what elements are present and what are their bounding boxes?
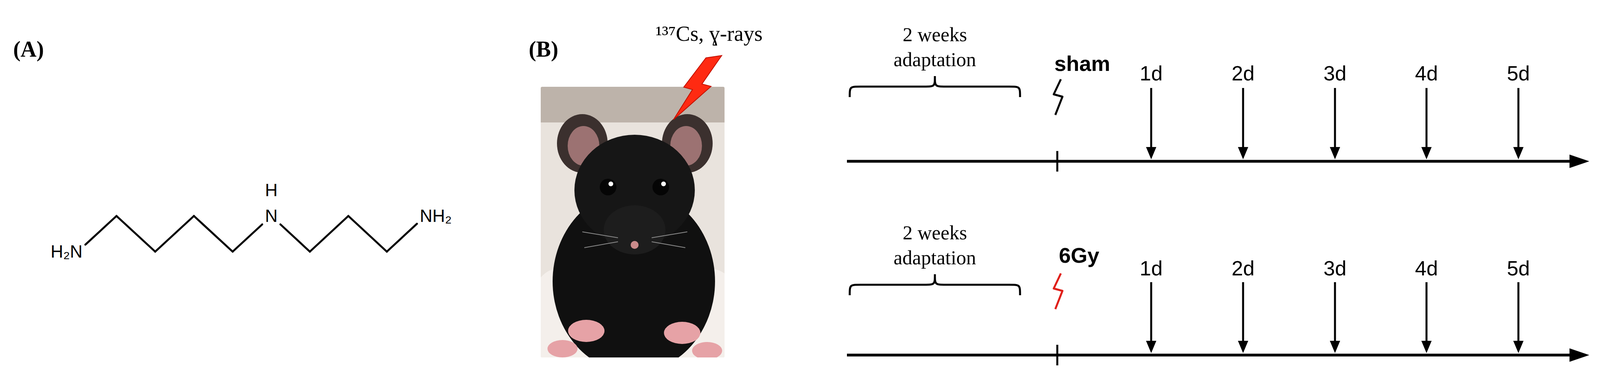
timeline-axis — [846, 160, 1574, 163]
mouse-paw — [547, 339, 578, 358]
mouse-whisker — [584, 241, 618, 248]
day-arrowhead — [1146, 146, 1157, 160]
mouse-whisker — [651, 241, 686, 248]
day-arrow — [1334, 282, 1337, 344]
day-arrowhead — [1421, 340, 1432, 353]
mouse-snout — [603, 205, 666, 255]
irradiation-bolt — [1053, 79, 1063, 115]
mouse-eye — [652, 178, 670, 196]
chemical-bond — [232, 224, 263, 252]
day-arrow — [1517, 87, 1520, 150]
day-label: 2d — [1231, 255, 1255, 281]
panel-label: (A) — [13, 36, 44, 63]
mouse-photo — [540, 86, 725, 358]
day-label: 3d — [1323, 61, 1347, 86]
mouse-body — [552, 190, 716, 358]
day-label: 1d — [1139, 255, 1163, 281]
treatment-tick — [1056, 150, 1059, 172]
day-label: 1d — [1139, 61, 1163, 86]
radiation-label: ¹³⁷Cs, ɣ-rays — [655, 20, 763, 47]
day-arrow — [1242, 87, 1245, 150]
day-arrow — [1334, 87, 1337, 150]
timeline-axis — [846, 353, 1574, 357]
mouse-paw — [663, 321, 701, 344]
panel-label: (B) — [528, 36, 559, 63]
day-arrowhead — [1146, 340, 1157, 353]
eye-highlight — [661, 181, 666, 187]
atom-label: H — [265, 179, 278, 201]
day-arrowhead — [1329, 146, 1341, 160]
day-arrowhead — [1237, 146, 1249, 160]
mouse-paw — [568, 319, 605, 342]
treatment-label: 6Gy — [1058, 242, 1100, 269]
chemical-bond — [348, 215, 387, 252]
day-label: 2d — [1231, 61, 1255, 86]
chemical-bond — [194, 215, 233, 252]
day-arrow — [1150, 282, 1153, 344]
day-arrow — [1517, 282, 1520, 344]
day-arrowhead — [1237, 340, 1249, 353]
period-label: 2 weeks adaptation — [875, 22, 995, 72]
chemical-bond — [85, 215, 117, 245]
chemical-bond — [155, 215, 195, 252]
adaptation-brace — [849, 76, 1021, 98]
treatment-tick — [1056, 344, 1059, 366]
chemical-bond — [387, 223, 418, 252]
radiation-bolt — [673, 55, 722, 120]
spermine-structure — [85, 215, 417, 252]
irradiation-bolt — [1053, 273, 1063, 309]
day-arrow — [1242, 282, 1245, 344]
day-arrowhead — [1513, 340, 1524, 353]
period-label: 2 weeks adaptation — [875, 220, 995, 270]
mouse-paw — [692, 341, 723, 358]
mouse-whisker — [651, 231, 688, 238]
timeline-arrowhead — [1569, 348, 1590, 362]
atom-label: N — [265, 205, 278, 227]
eye-highlight — [608, 181, 614, 187]
day-label: 4d — [1415, 61, 1438, 86]
day-arrowhead — [1513, 146, 1524, 160]
day-arrowhead — [1329, 340, 1341, 353]
day-label: 5d — [1506, 61, 1530, 86]
day-label: 5d — [1506, 255, 1530, 281]
mouse-whisker — [582, 231, 618, 238]
adaptation-brace — [849, 274, 1021, 296]
day-arrow — [1425, 282, 1428, 344]
day-label: 4d — [1415, 255, 1438, 281]
chemical-bond — [280, 224, 310, 252]
atom-label: NH₂ — [419, 205, 452, 227]
atom-label: H₂N — [50, 241, 83, 263]
day-arrow — [1425, 87, 1428, 150]
chemical-bond — [309, 215, 349, 252]
timeline-arrowhead — [1569, 154, 1590, 168]
day-arrow — [1150, 87, 1153, 150]
chemical-bond — [116, 215, 156, 252]
mouse-nose — [630, 240, 639, 249]
day-arrowhead — [1421, 146, 1432, 160]
mouse-eye — [599, 178, 617, 196]
day-label: 3d — [1323, 255, 1347, 281]
treatment-label: sham — [1054, 50, 1110, 77]
